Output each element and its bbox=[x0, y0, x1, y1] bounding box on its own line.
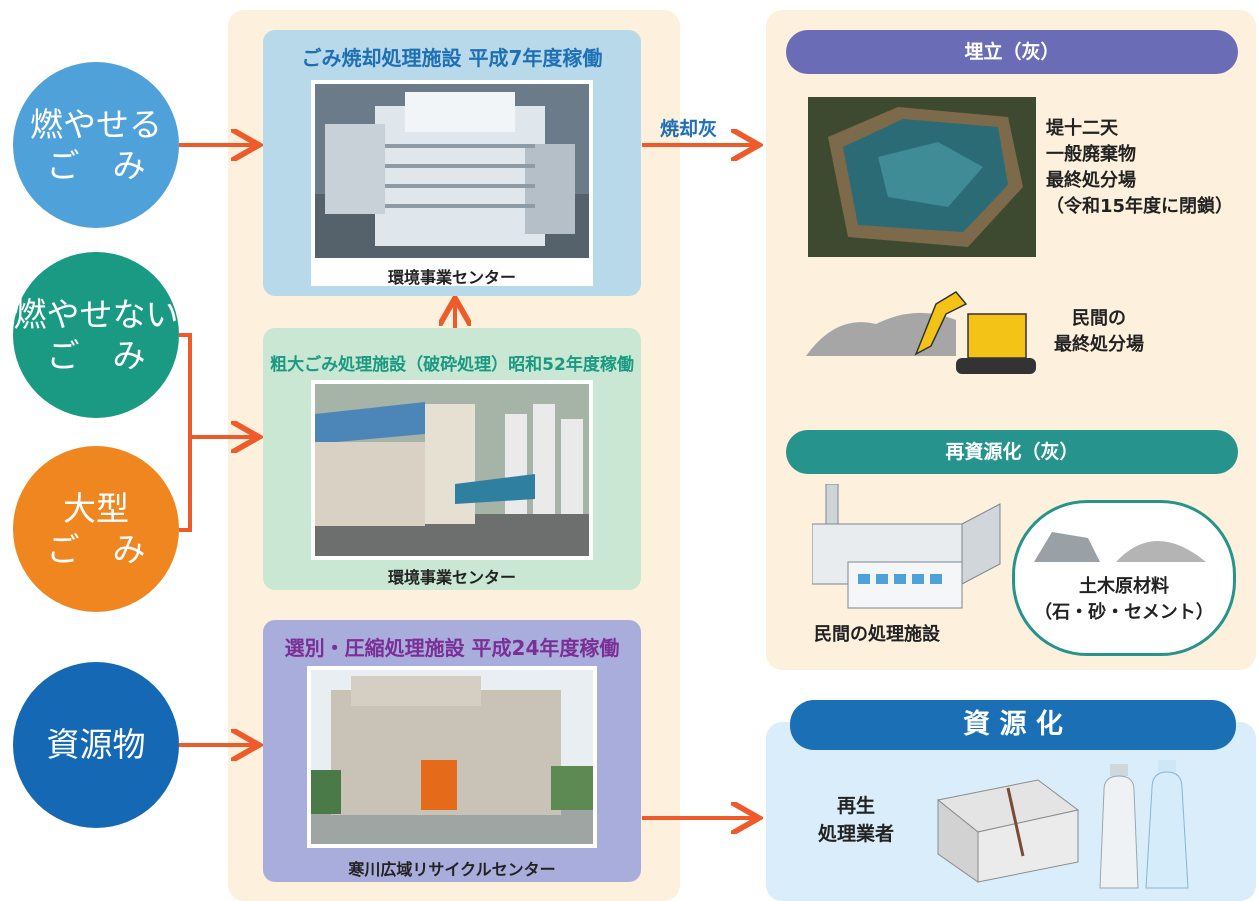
nonburnable-waste-circle: 燃やせない ご み bbox=[13, 252, 179, 418]
incineration-ash-label: 焼却灰 bbox=[660, 118, 718, 140]
landfill-site2-label: 民間の 最終処分場 bbox=[1054, 308, 1144, 355]
recycle-header: 資 源 化 bbox=[790, 700, 1236, 750]
crusher-facility: 粗大ごみ処理施設（破砕処理）昭和52年度稼働 環境事業センター bbox=[263, 328, 641, 590]
pet-bottles-illustration bbox=[1096, 760, 1206, 894]
processing-plant-illustration bbox=[811, 483, 1002, 614]
excavator-illustration bbox=[806, 284, 1046, 384]
sorting-photo bbox=[307, 666, 597, 848]
materials-bubble bbox=[1012, 500, 1236, 656]
nonburnable-waste-label: 燃やせない ご み bbox=[13, 294, 179, 375]
incinerator-facility: ごみ焼却処理施設 平成7年度稼働 環境事業センター bbox=[263, 30, 641, 296]
sorting-caption: 寒川広域リサイクルセンター bbox=[348, 860, 556, 879]
sorting-facility: 選別・圧縮処理施設 平成24年度稼働 寒川広域リサイクルセンター bbox=[263, 620, 641, 882]
burnable-waste-label: 燃やせる ご み bbox=[30, 104, 162, 185]
landfill-photo bbox=[808, 97, 1036, 257]
incinerator-photo bbox=[311, 80, 593, 286]
recyclables-label: 資源物 bbox=[46, 725, 146, 765]
crusher-caption: 環境事業センター bbox=[387, 568, 516, 587]
arrow-nonburnable-connector bbox=[179, 333, 192, 532]
landfill-header: 埋立（灰） bbox=[786, 30, 1238, 74]
materials-label: 土木原材料 （石・砂・セメント） bbox=[1034, 576, 1214, 623]
private-facility-label: 民間の処理施設 bbox=[814, 624, 940, 645]
landfill-site1-label: 堤十二天 一般廃棄物 最終処分場 （令和15年度に閉鎖） bbox=[1046, 118, 1234, 217]
recyclables-circle: 資源物 bbox=[13, 662, 179, 828]
newspaper-bundle-illustration bbox=[928, 770, 1088, 890]
ash-recycle-header: 再資源化（灰） bbox=[786, 430, 1238, 474]
oversized-waste-label: 大型 ご み bbox=[46, 488, 146, 569]
sorting-title: 選別・圧縮処理施設 平成24年度稼働 bbox=[284, 636, 620, 660]
oversized-waste-circle: 大型 ご み bbox=[13, 446, 179, 612]
recycle-operator-label: 再生 処理業者 bbox=[818, 795, 895, 845]
incinerator-title: ごみ焼却処理施設 平成7年度稼働 bbox=[301, 46, 603, 70]
incinerator-caption: 環境事業センター bbox=[387, 268, 516, 287]
burnable-waste-circle: 燃やせる ご み bbox=[13, 62, 179, 228]
stone-sand-icon bbox=[1030, 518, 1210, 566]
crusher-title: 粗大ごみ処理施設（破砕処理）昭和52年度稼働 bbox=[270, 355, 634, 375]
crusher-photo bbox=[311, 380, 593, 560]
